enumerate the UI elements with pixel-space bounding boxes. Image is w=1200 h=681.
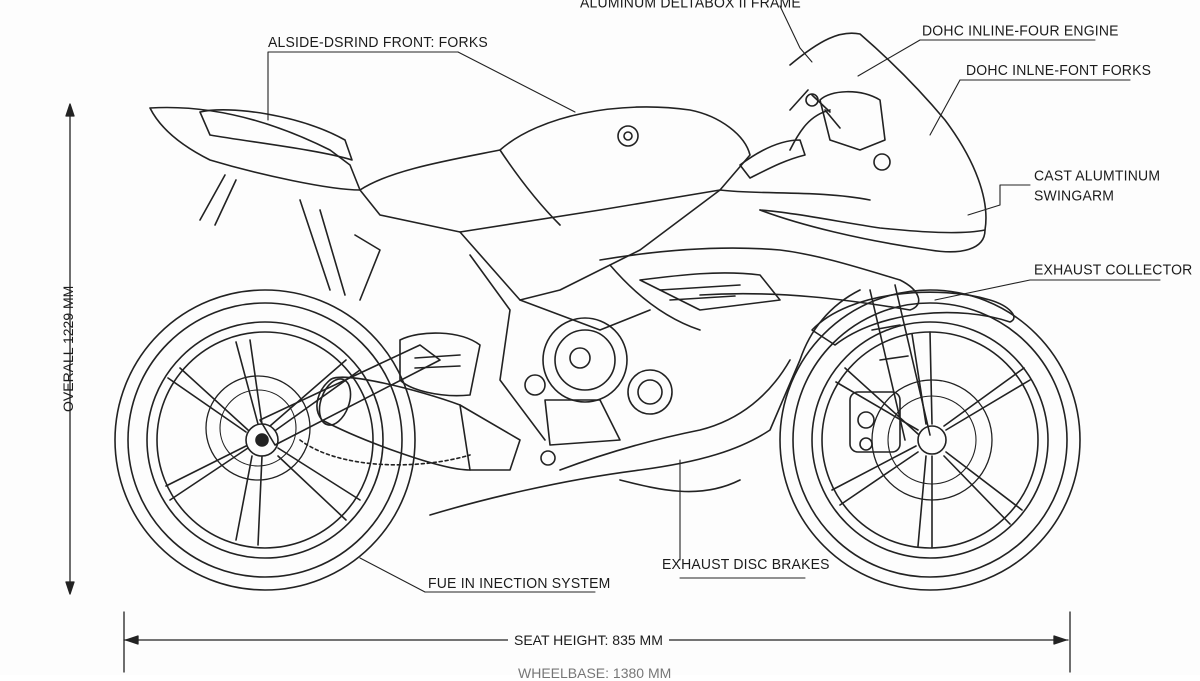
callout-brakes: EXHAUST DISC BRAKES	[662, 555, 830, 573]
front-fork	[811, 284, 1015, 441]
overall-dimension-label: OVERALL 1229 MM	[60, 285, 76, 412]
callout-exhaust-collector: EXHAUST COLLECTOR	[1034, 260, 1193, 278]
callout-swingarm-line1: CAST ALUMTINUM	[1034, 166, 1161, 184]
front-fairing	[599, 32, 987, 331]
callout-forks-right: DOHC INLNE-FONT FORKS	[966, 61, 1152, 79]
engine	[399, 272, 781, 466]
swingarm	[259, 344, 471, 466]
handlebar	[739, 89, 841, 179]
bottom-dimension-label: WHEELBASE: 1380 MM	[518, 665, 672, 681]
seat-height-label: SEAT HEIGHT: 835 MM	[508, 632, 669, 648]
overall-dimension-line	[65, 103, 75, 595]
rear-wheel	[114, 289, 416, 591]
callout-frame: ALUMINUM DELTABOX II FRAME	[580, 0, 801, 11]
front-wheel	[779, 289, 1081, 591]
callout-leaders	[267, 5, 1161, 593]
callout-swingarm-line2: SWINGARM	[1034, 186, 1115, 204]
callout-engine: DOHC INLINE-FOUR ENGINE	[922, 21, 1119, 39]
frame	[459, 189, 721, 441]
tail-section	[149, 106, 381, 301]
fuel-tank	[359, 106, 751, 233]
callout-forks-left: ALSIDE-DSRIND FRONT: FORKS	[268, 33, 488, 51]
callout-fuel: FUE IN INECTION SYSTEM	[428, 574, 611, 592]
